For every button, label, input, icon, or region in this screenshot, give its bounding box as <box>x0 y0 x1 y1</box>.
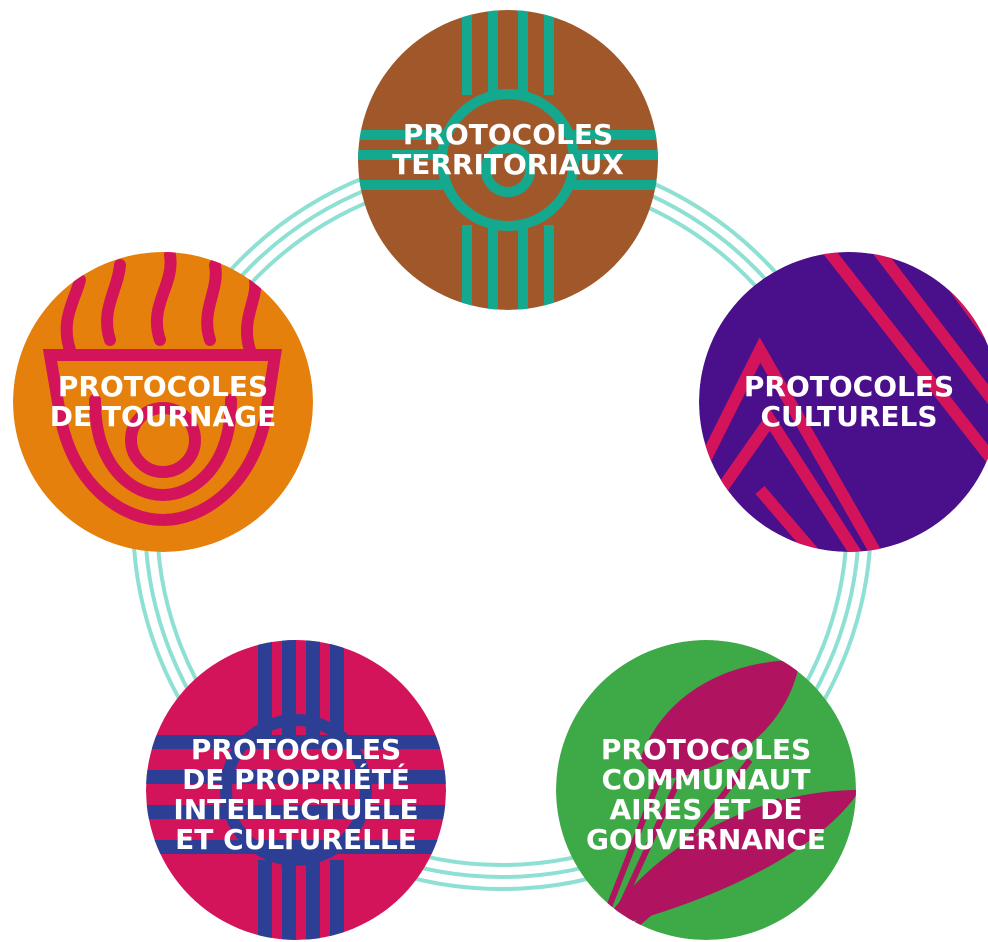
territorial-pattern-icon <box>358 10 658 310</box>
torch-pattern-icon <box>13 252 313 552</box>
feather-pattern-icon <box>556 640 856 940</box>
property-pattern-icon <box>146 640 446 940</box>
node-culturels[interactable] <box>699 240 988 570</box>
node-tournage[interactable] <box>13 252 313 552</box>
node-propriete[interactable] <box>140 630 460 942</box>
node-territoriaux[interactable] <box>340 0 680 320</box>
node-communautaires[interactable] <box>556 640 860 940</box>
cultural-pattern-icon <box>699 252 988 552</box>
